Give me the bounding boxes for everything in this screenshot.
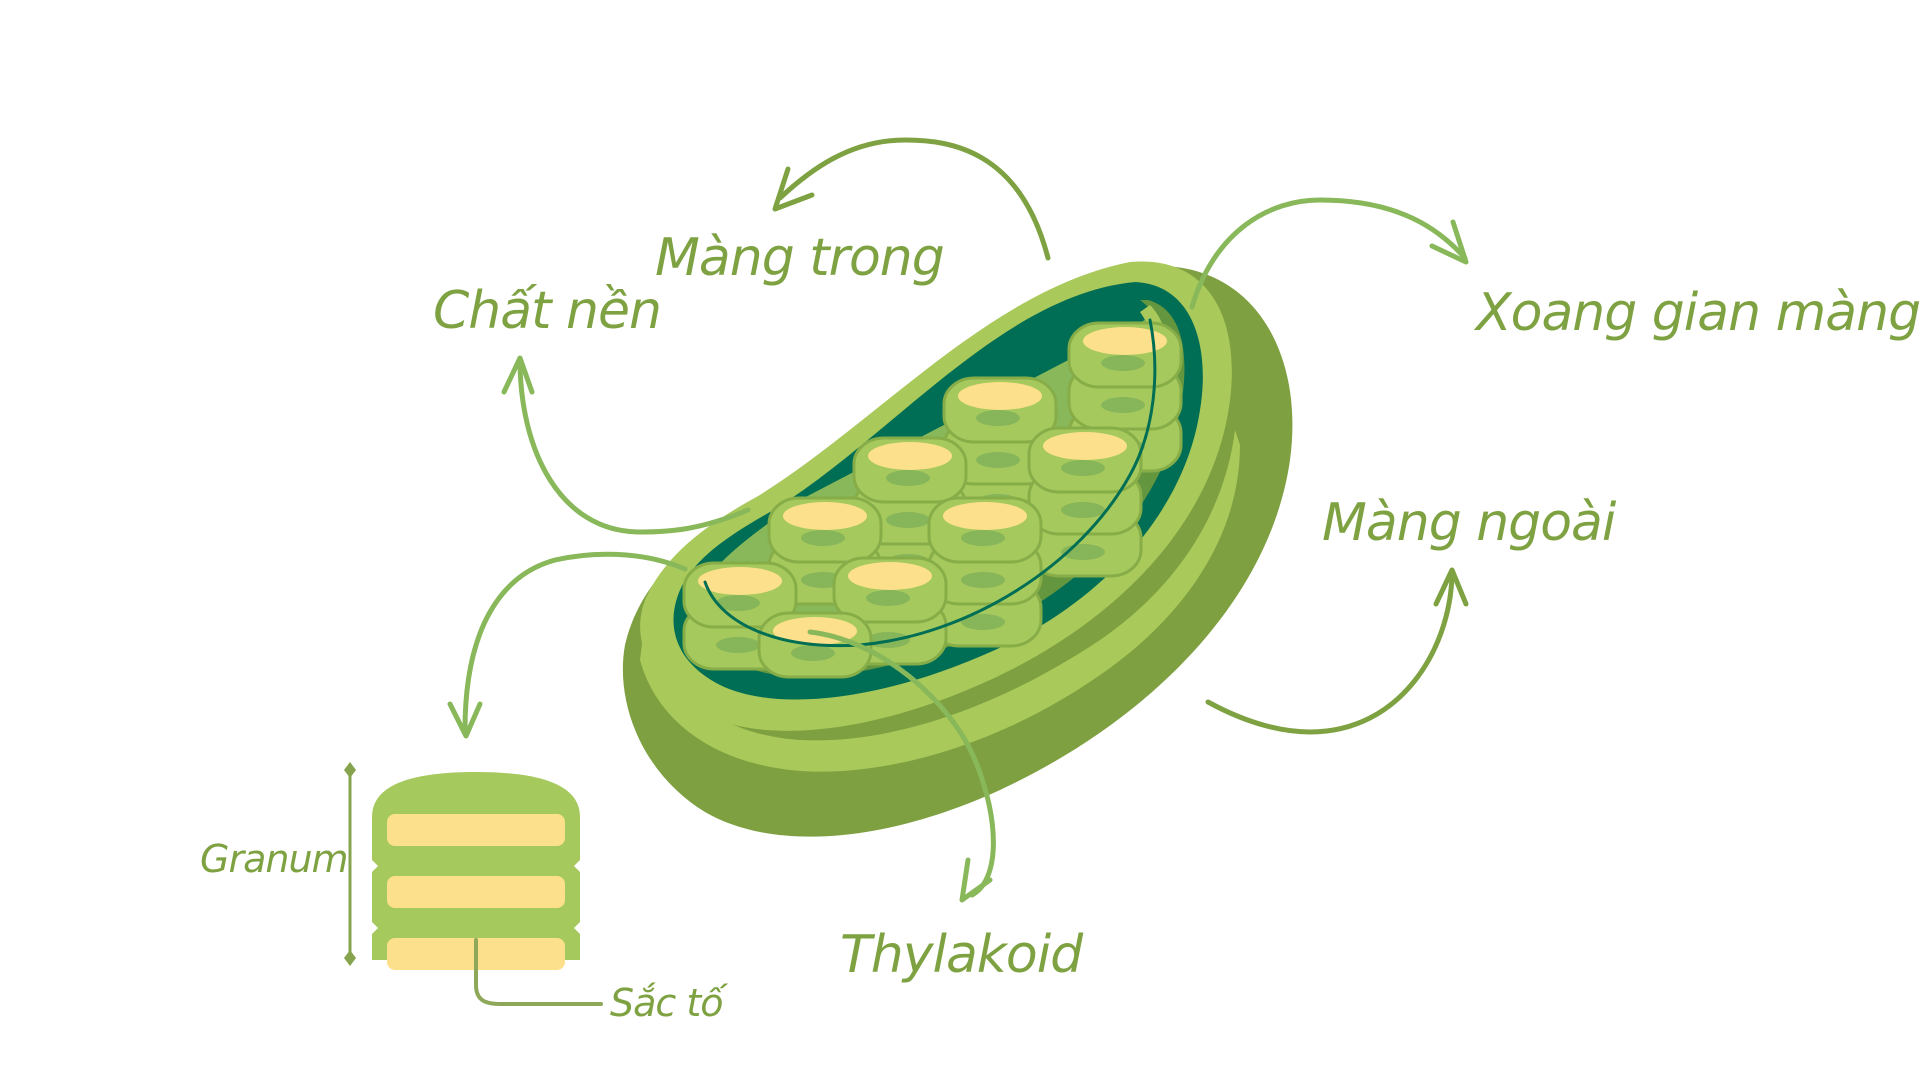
thylakoid-lumen [1083,327,1167,355]
label-granum: Granum [200,837,348,881]
thylakoid-spot [976,452,1020,468]
thylakoid-spot [866,590,910,606]
arrow-chat-nen [517,357,751,535]
arrow-mang-ngoai [1205,572,1455,735]
thylakoid-lumen [783,502,867,530]
granum-inset-notch [574,858,582,874]
granum-inset-notch [370,858,378,874]
thylakoid-spot [961,614,1005,630]
label-arrows [447,137,1469,903]
granum-inset-lumen [387,876,565,908]
arrowhead-chat-nen [501,355,535,395]
thylakoid-spot [961,530,1005,546]
arrowhead-mang-trong [772,166,815,212]
granum [927,496,1043,648]
thylakoid-spot [1061,460,1105,476]
thylakoid-spot [886,512,930,528]
thylakoid-spot [1101,355,1145,371]
arrowhead-granum [447,701,483,739]
arrowhead-thylakoid [959,857,993,903]
chloroplast [622,261,1293,837]
granum [832,556,948,666]
thylakoid-spot [961,572,1005,588]
granum-inset-notch [370,920,378,936]
thylakoid-spot [1061,502,1105,518]
arrow-mang-trong [777,137,1051,261]
thylakoid-spot [716,637,760,653]
inner-membrane-edge [703,318,1157,648]
grana-stacks [682,321,1183,679]
arrowhead-xoang-gian-mang [1429,219,1469,265]
granum-bracket-bottom-cap [344,950,356,966]
granum [1027,426,1143,578]
thylakoid-spot [1101,397,1145,413]
label-mang-ngoai: Màng ngoài [1322,493,1617,553]
thylakoid-spot [801,530,845,546]
granum-inset-body [372,772,580,960]
thylakoid-lumen [868,442,952,470]
arrow-granum [462,551,688,733]
granum-bracket-top-cap [344,762,356,778]
thylakoid-lumen [698,567,782,595]
label-thylakoid: Thylakoid [840,925,1084,985]
label-mang-trong: Màng trong [655,228,944,288]
thylakoid-spot [791,645,835,661]
granum-inset [344,762,603,1006]
outer-membrane-front-band [640,430,1240,772]
arrow-thylakoid [807,629,996,898]
thylakoid-lumen [848,562,932,590]
thylakoid-lumen [943,502,1027,530]
thylakoid-lumen [1043,432,1127,460]
arrowhead-mang-ngoai [1433,567,1469,607]
granum-inset-lumen [387,814,565,846]
thylakoid-spot [976,410,1020,426]
label-chat-nen: Chất nền [433,281,661,341]
thylakoid-lumen [958,382,1042,410]
thylakoid-spot [886,470,930,486]
label-xoang-gian-mang: Xoang gian màng [1473,283,1920,343]
thylakoid-spot [716,595,760,611]
arrow-xoang-gian-mang [1189,197,1468,310]
sac-to-leader-line [474,938,603,1006]
label-sac-to: Sắc tố [610,981,728,1025]
granum-inset-notch [574,920,582,936]
